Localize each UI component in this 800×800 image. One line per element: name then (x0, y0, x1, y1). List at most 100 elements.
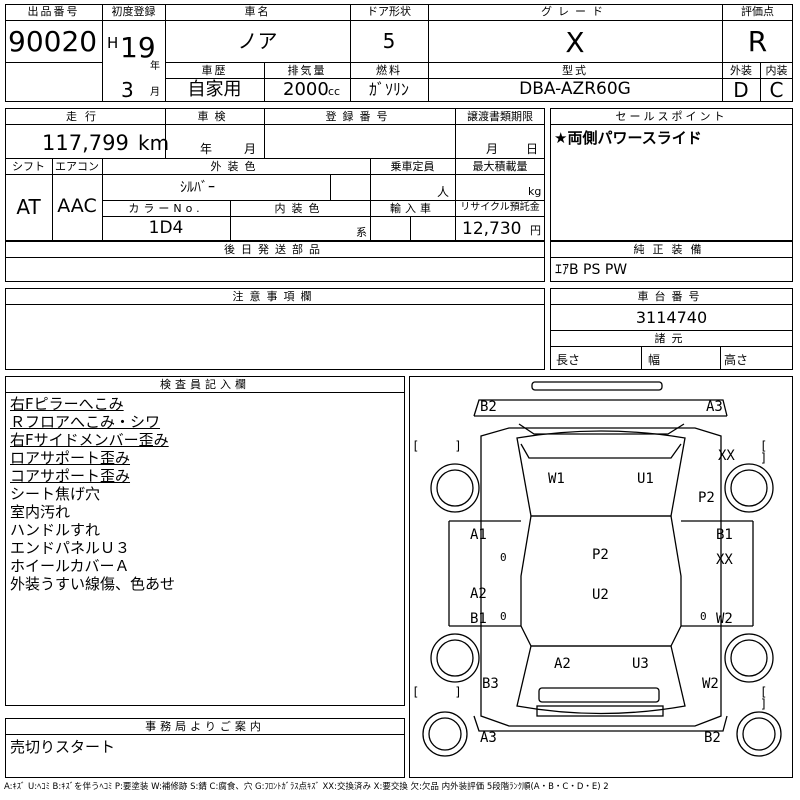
sales-point-header: セールスポイント (615, 110, 728, 123)
chassis-header: 車台番号 (637, 290, 706, 303)
shift: AT (16, 195, 41, 219)
mark-a2-left: A2 (470, 586, 487, 602)
ac: AAC (57, 195, 97, 217)
mark-b2-front-left: B2 (480, 399, 497, 415)
inspection-month-unit: 月 (244, 142, 257, 156)
later-parts-header: 後日発送部品 (224, 243, 326, 256)
rear-right-wheel (724, 633, 774, 683)
bracket-right-rear: [ ] (760, 685, 782, 711)
height-label: 高さ (724, 353, 749, 367)
door-count: 5 (382, 29, 396, 53)
sales-point: ★両側パワースライド (554, 129, 702, 147)
plate-header: 登録番号 (325, 110, 394, 123)
mark-w1: W1 (548, 471, 565, 487)
mark-w2-rear: W2 (702, 676, 719, 692)
inspector-header: 検査員記入欄 (160, 378, 250, 391)
capacity-unit: 人 (437, 185, 450, 199)
bracket-right-front: [ ] (760, 439, 782, 465)
model-code: DBA-AZR60G (519, 79, 631, 99)
max-load-unit: kg (528, 185, 542, 198)
inspector-line: ロアサポート歪み (10, 449, 131, 467)
color-number: 1D4 (148, 218, 184, 238)
inspector-line: ハンドルすれ (10, 521, 101, 539)
transfer-day-unit: 日 (526, 142, 539, 156)
notes-header: 注意事項欄 (232, 290, 318, 303)
mark-a2-rear: A2 (554, 656, 571, 672)
fuel-header: 燃料 (376, 64, 402, 77)
inspection-year-unit: 年 (200, 142, 213, 156)
office-header: 事務局よりご案内 (145, 720, 265, 733)
mark-xx-right: XX (716, 552, 733, 568)
registration-month: 3 (121, 78, 134, 102)
inspector-notes: 右Fピラーへこみ Ｒフロアへこみ・シワ 右Fサイドメンバー歪み ロアサポート歪み… (10, 395, 175, 593)
inspector-line: Ｒフロアへこみ・シワ (10, 413, 161, 431)
color-number-header: カラーNo. (128, 202, 204, 215)
inspection-header: 車検 (197, 110, 232, 123)
equipment-header: 純正装備 (633, 243, 710, 256)
exterior-color: ｼﾙﾊﾞｰ (180, 180, 215, 196)
recycle-fee: 12,730 (462, 219, 522, 239)
inspector-line: シート焦げ穴 (10, 485, 101, 503)
capacity-header: 乗車定員 (390, 160, 435, 173)
inspector-line: 外装うすい線傷、色あせ (10, 575, 176, 593)
inspector-line: 右Fピラーへこみ (10, 395, 124, 413)
mark-b1-right: B1 (716, 527, 733, 543)
car-diagram (422, 381, 782, 757)
exterior-color-header: 外装色 (210, 160, 262, 173)
mileage: 117,799 (42, 131, 129, 155)
mark-u1: U1 (637, 471, 654, 487)
office-message: 売切りスタート (10, 738, 116, 756)
era: H (107, 34, 119, 52)
bracket-left-front: [ ] (412, 439, 476, 453)
recycle-fee-header: リサイクル預託金 (460, 202, 540, 213)
roof (520, 515, 682, 647)
displacement-unit: cc (328, 85, 341, 98)
sales-point-box (550, 108, 793, 241)
inspector-line: コアサポート歪み (10, 467, 131, 485)
legend-footer: A:ｷｽﾞ U:ﾍｺﾐ B:ｷｽﾞを伴うﾍｺﾐ P:要塗装 W:補修跡 S:錆 … (4, 782, 609, 792)
transfer-deadline-header: 譲渡書類期限 (467, 110, 533, 123)
inspector-line: ホイールカバーＡ (10, 557, 130, 575)
displacement: 2000 (283, 79, 329, 100)
rear-window (516, 645, 686, 715)
score: R (747, 25, 768, 58)
front-bumper-shape (531, 381, 663, 391)
grade-header: グレード (541, 5, 609, 18)
displacement-header: 排気量 (287, 64, 327, 77)
equipment-box (550, 241, 793, 282)
mark-p2-center: P2 (592, 547, 609, 563)
first-registration-header: 初度登録 (111, 5, 156, 18)
inspector-line: 右Fサイドメンバー歪み (10, 431, 169, 449)
width-label: 幅 (648, 353, 661, 367)
registration-year: 19 (120, 31, 156, 64)
office-box (5, 718, 405, 778)
mark-xx-front-right: XX (718, 448, 735, 464)
mark-w2-right: W2 (716, 611, 733, 627)
rear-left-wheel (430, 633, 480, 683)
damage-diagram-box (409, 376, 793, 778)
inspector-line: 室内汚れ (10, 503, 71, 521)
interior-color-header: 内装色 (274, 202, 326, 215)
grade: X (565, 26, 585, 59)
month-unit: 月 (150, 87, 160, 98)
mark-a3-front-right: A3 (706, 399, 723, 415)
mark-zero-w2: 0 (700, 610, 707, 623)
mark-b1-left: B1 (470, 611, 487, 627)
windshield (516, 430, 686, 517)
mark-b3: B3 (482, 676, 499, 692)
chassis-box (550, 288, 793, 370)
equipment: ｴｱB PS PW (555, 262, 628, 278)
hood-outline (473, 399, 728, 417)
lot-number-header: 出品番号 (27, 5, 80, 18)
specs-header: 諸元 (654, 332, 689, 345)
transfer-month-unit: 月 (486, 142, 499, 156)
exterior-rating: D (733, 78, 749, 102)
interior-rating: C (769, 78, 784, 102)
history-header: 車歴 (201, 64, 228, 77)
inspector-box (5, 376, 405, 706)
inspector-line: エンドパネルＵ３ (10, 539, 131, 557)
max-load-header: 最大積載量 (472, 160, 528, 173)
recycle-fee-unit: 円 (530, 224, 541, 237)
later-parts-box (5, 241, 545, 282)
lot-number: 90020 (8, 25, 98, 58)
